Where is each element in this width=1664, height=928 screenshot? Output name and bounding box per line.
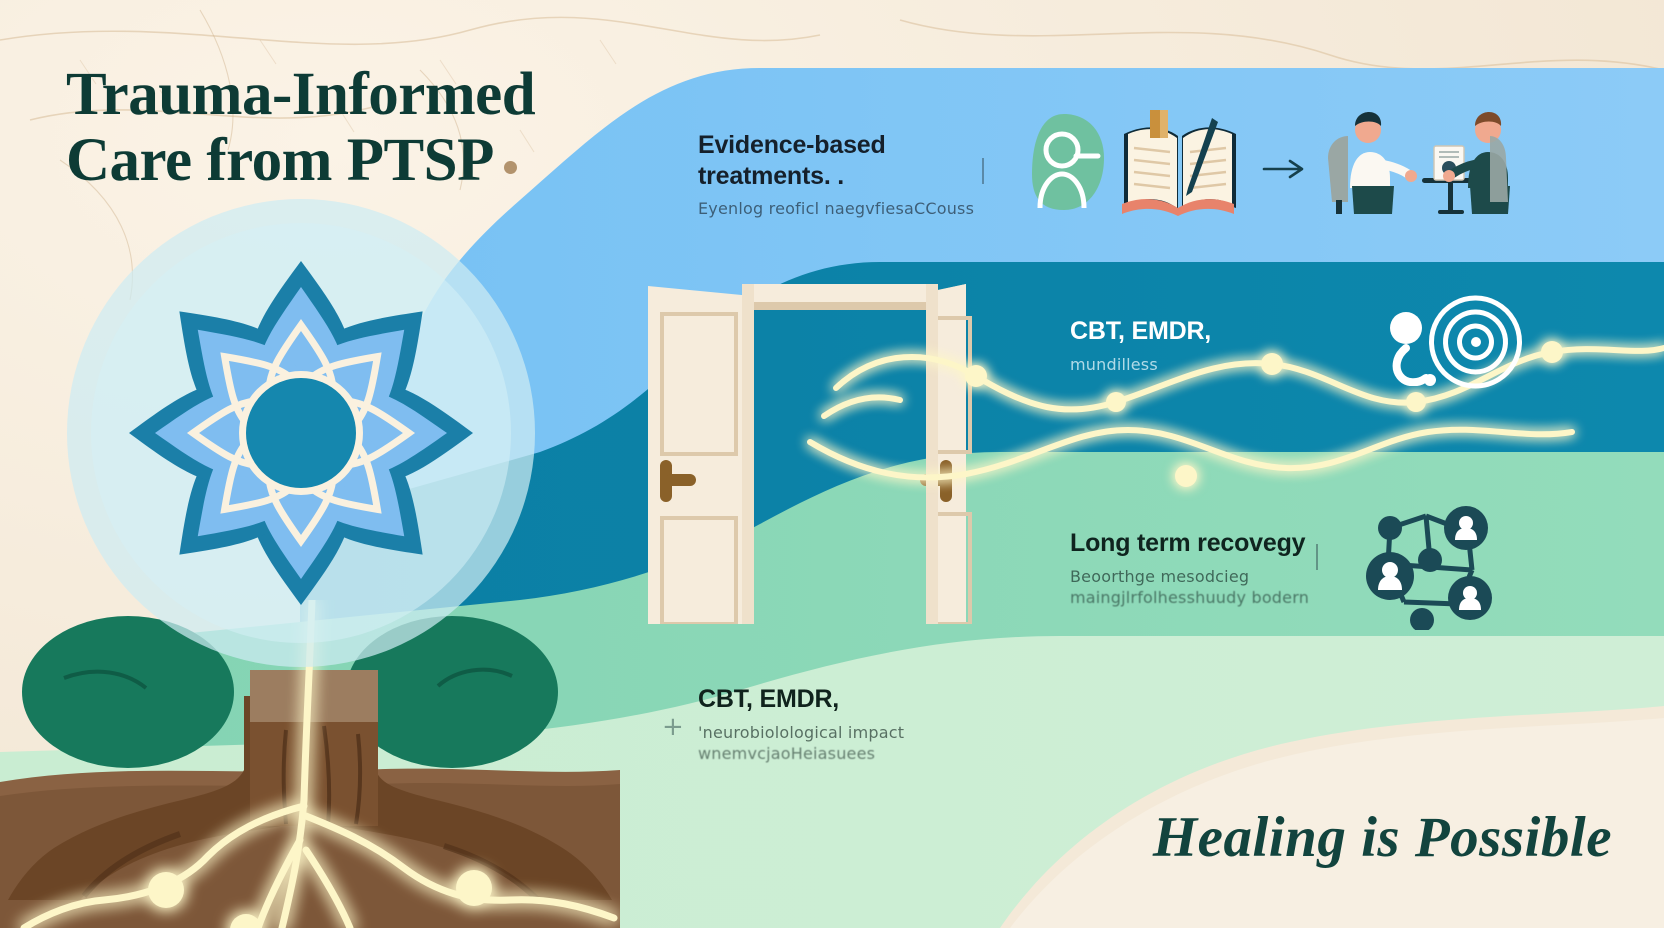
door-handle-icon [660,460,696,502]
arrow-right-icon [1262,158,1306,180]
block-subtext: mundilless [1070,354,1158,374]
open-book-with-pen-icon [1120,108,1240,216]
neural-node [230,914,262,928]
title-dot-icon [503,160,517,174]
glowing-neural-pathway [20,600,618,928]
block-heading: Evidence-based treatments. . [698,130,998,191]
block-subtext: Beoorthge mesodcieg [1070,566,1250,586]
foliage-icon [22,616,558,768]
tree-scene [0,600,620,928]
page-title-line2: Care from PTSP [66,126,494,194]
plus-icon: + [662,712,684,742]
block-heading-line1: Evidence-based [698,131,886,159]
lotus-mandala-icon [66,198,536,668]
block-long-term-recovery: Long term recovegy Beoorthge mesodcieg m… [1070,528,1370,609]
neural-node [148,872,184,908]
block-neurobiological-impact: CBT, EMDR, 'neurobiolological impact wne… [698,684,1028,765]
block-subtext: 'neurobiolological impact [698,722,905,742]
glowing-neural-pathway [780,290,1664,530]
block-subtext-2: wnemvcjaoHeiasuees [698,744,876,764]
person-profile-icon [1018,112,1110,212]
divider-tick [1316,544,1318,570]
meditating-person-icon [1386,306,1436,386]
community-network-icon [1348,498,1504,630]
block-subtext-2: maingjlrfolhesshuudy bodern [1070,588,1310,608]
tagline: Healing is Possible [1152,806,1612,869]
neural-node [456,870,492,906]
block-heading-line2: treatments. . [698,161,845,190]
block-heading: CBT, EMDR, [1070,317,1212,345]
therapy-session-icon [1322,108,1512,214]
block-cbt-emdr-mindfulness: CBT, EMDR, mundilless [1070,316,1360,375]
block-subtext: Eyenlog reoficl naegvfiesaCCouss [698,199,975,218]
page-title: Trauma-Informed Care from PTSP [66,62,706,194]
divider-tick [982,158,984,184]
page-title-line1: Trauma-Informed [66,61,536,128]
trunk-roots-icon [8,670,612,903]
block-heading: Long term recovegy [1070,529,1306,557]
meditation-ripples-icon [1428,294,1524,390]
block-heading: CBT, EMDR, [698,685,840,713]
block-evidence-based: Evidence-based treatments. . Eyenlog reo… [698,130,998,220]
